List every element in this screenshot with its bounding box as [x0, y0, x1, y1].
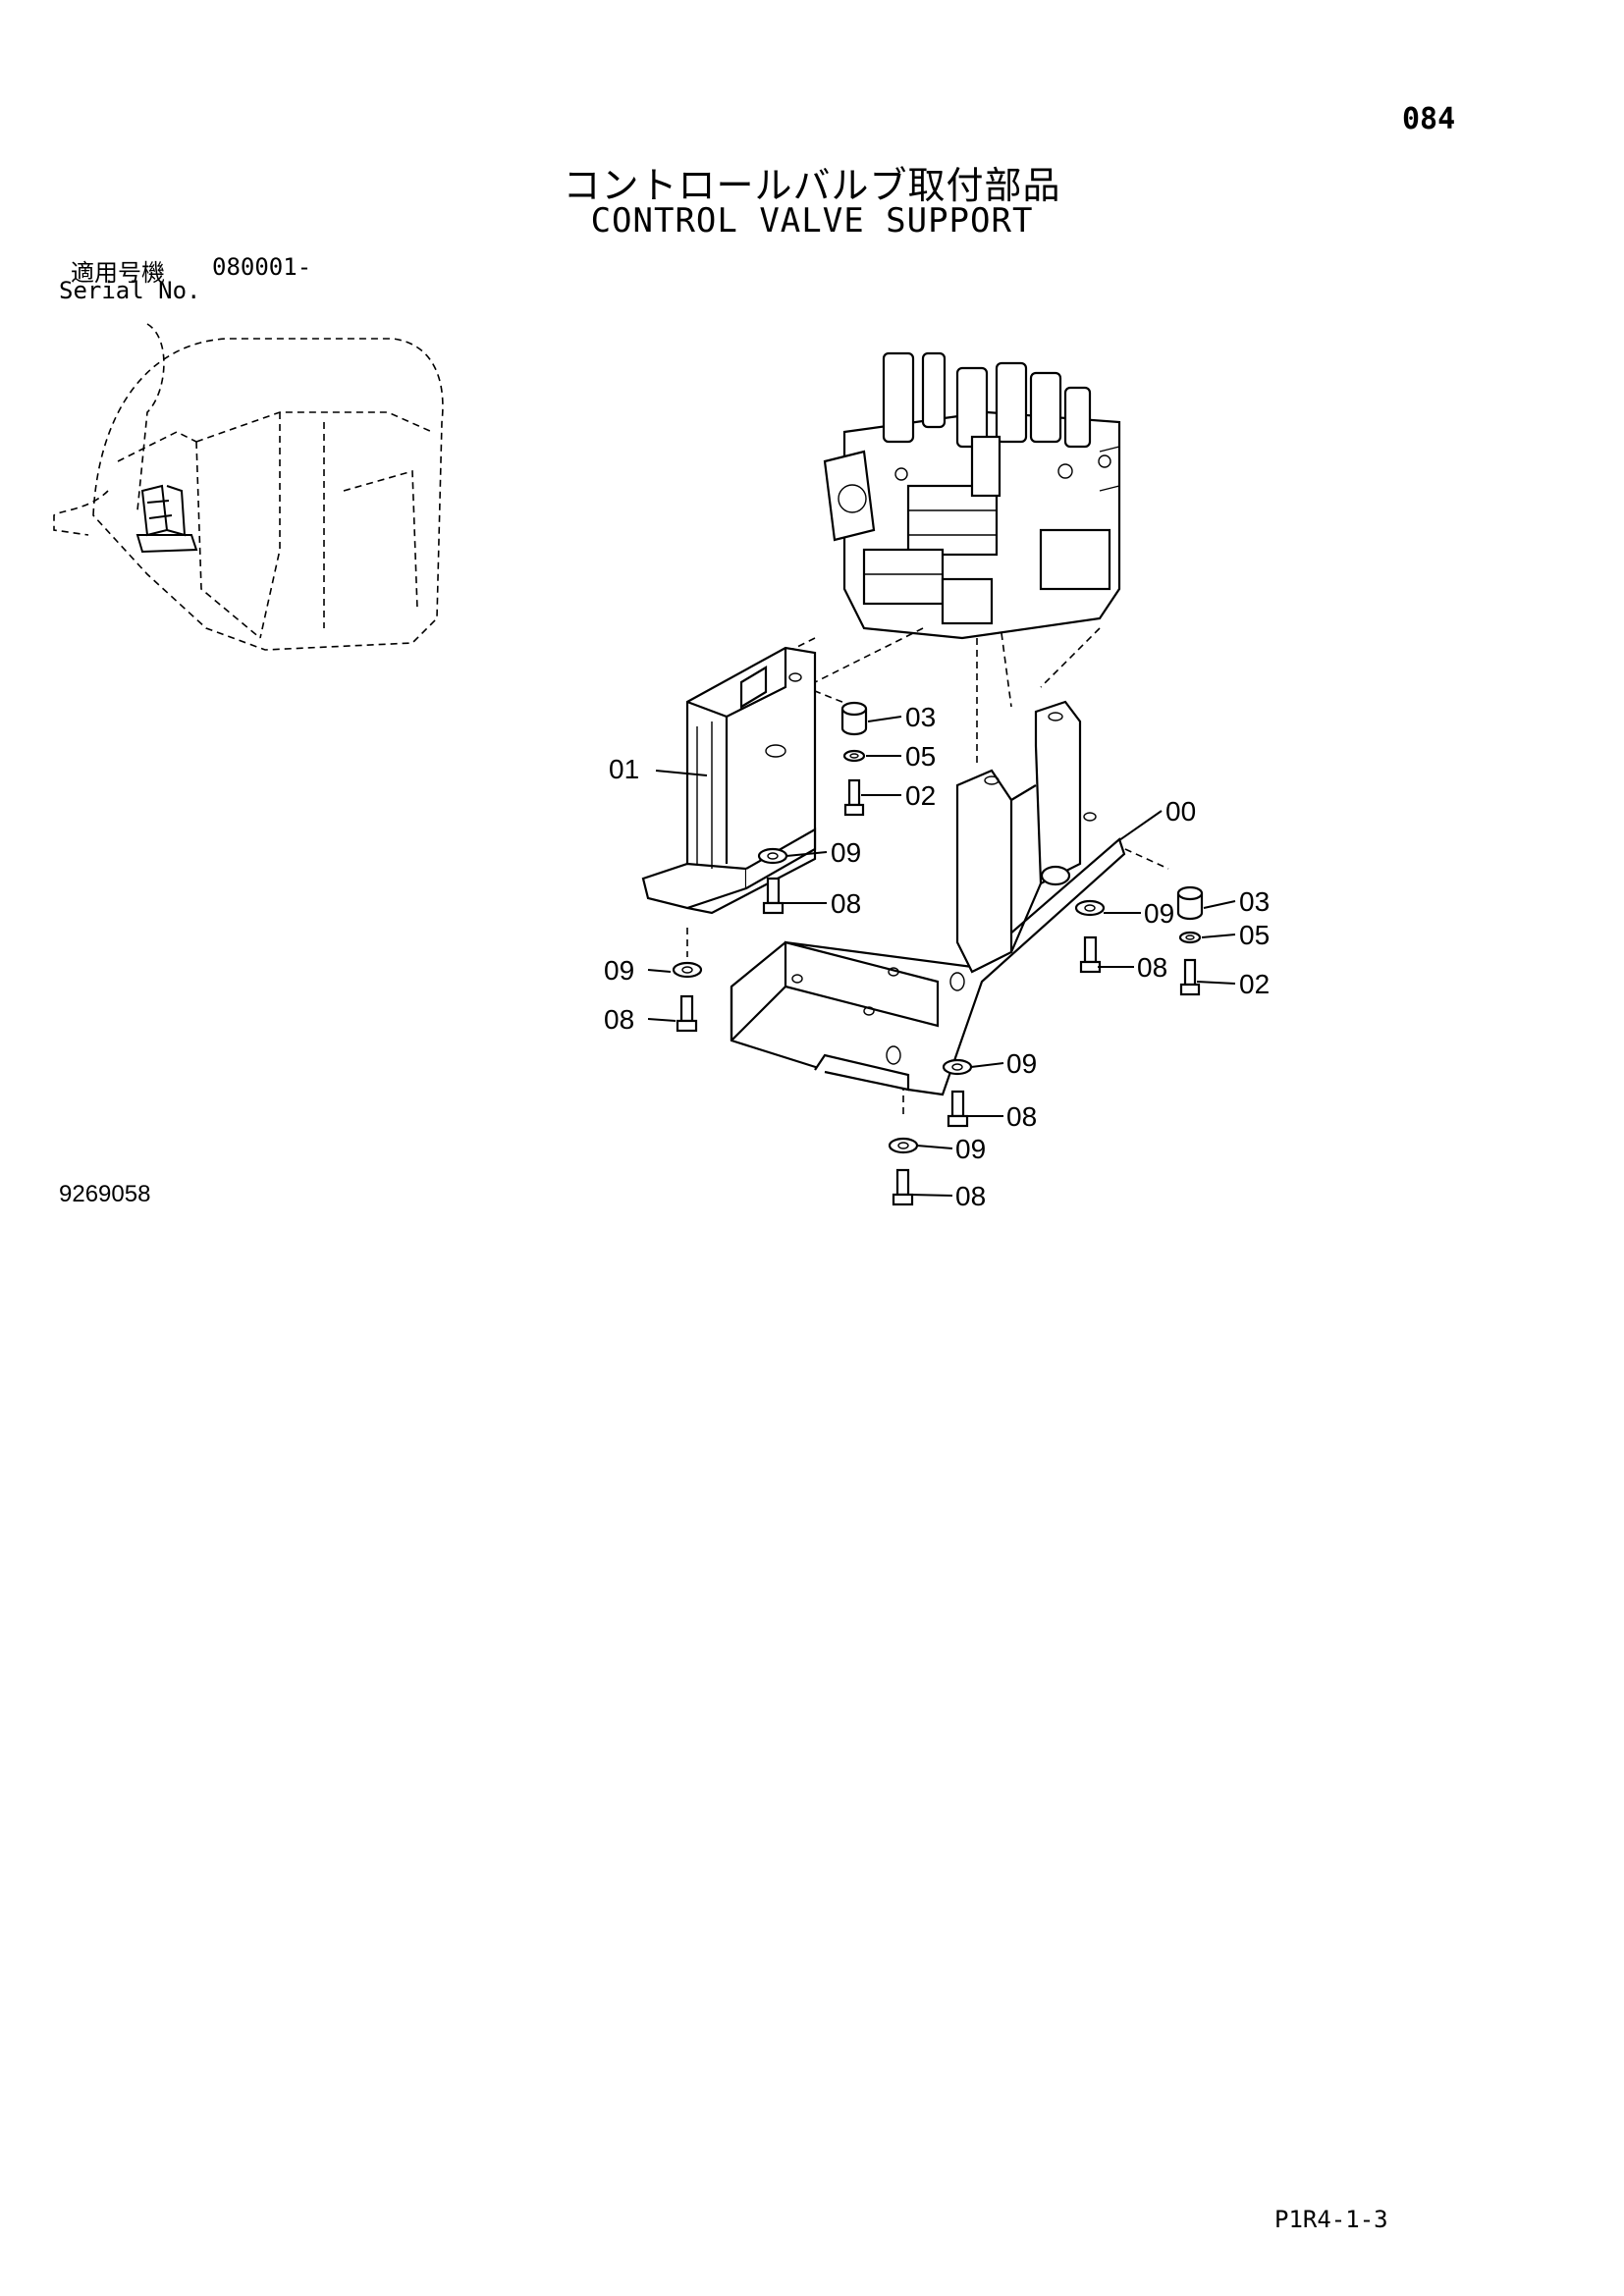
callout-label: 03 [905, 702, 936, 732]
serial-label-japanese: 適用号機 [71, 259, 165, 287]
callout-label: 09 [604, 955, 634, 986]
callout-label: 05 [1239, 920, 1270, 950]
callout-label: 03 [1239, 886, 1270, 917]
callout-label: 08 [604, 1004, 634, 1035]
callout-label: 02 [905, 780, 936, 811]
callout-label: 08 [955, 1181, 986, 1211]
callout-label: 09 [955, 1134, 986, 1164]
callout-label: 08 [1006, 1101, 1037, 1132]
callout-label: 00 [1165, 796, 1196, 827]
bracket-01 [641, 646, 817, 915]
callout-label: 09 [831, 837, 861, 868]
callout-label: 09 [1006, 1048, 1037, 1079]
figure-number: 9269058 [59, 1181, 151, 1207]
callout-label: 05 [905, 741, 936, 772]
serial-label-english: Serial No. [59, 277, 201, 304]
footer-code: P1R4-1-3 [1274, 2206, 1388, 2233]
callout-label: 08 [831, 888, 861, 919]
leader-lines [647, 716, 1236, 1197]
callout-label: 01 [609, 754, 639, 784]
bracket-00 [730, 700, 1126, 1096]
callouts: 03 05 02 01 00 09 08 09 03 05 09 08 08 0… [604, 702, 1270, 1211]
serial-value: 080001- [212, 253, 312, 281]
title-english: CONTROL VALVE SUPPORT [590, 201, 1034, 240]
title-japanese: コントロールバルブ取付部品 [563, 164, 1061, 207]
callout-label: 02 [1239, 969, 1270, 999]
location-overview [53, 323, 444, 651]
callout-label: 08 [1137, 952, 1167, 983]
page-number: 084 [1402, 102, 1456, 136]
callout-label: 09 [1144, 898, 1174, 929]
control-valve [823, 351, 1121, 640]
